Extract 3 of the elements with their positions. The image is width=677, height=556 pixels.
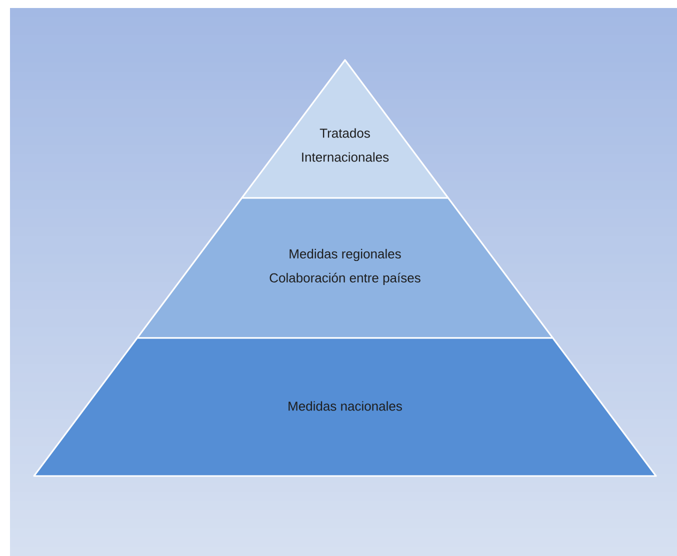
pyramid-tier: Medidas regionales Colaboración entre países: [136, 197, 554, 339]
pyramid-tier: Tratados Internacionales: [241, 59, 449, 199]
pyramid-tier: Medidas nacionales: [33, 337, 657, 477]
